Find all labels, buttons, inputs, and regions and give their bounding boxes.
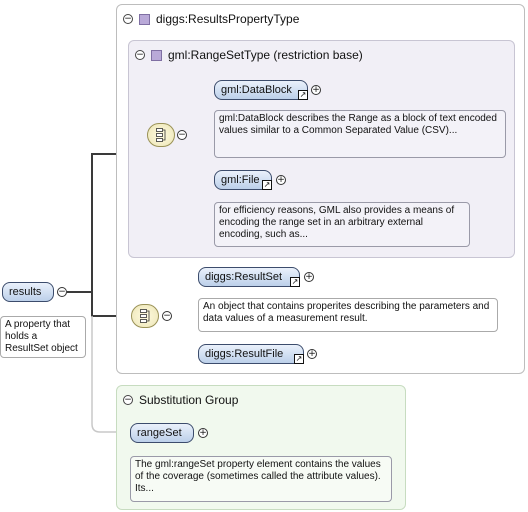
element-documentation: An object that contains properites descr… bbox=[198, 298, 498, 332]
collapse-icon[interactable] bbox=[123, 395, 133, 405]
collapse-icon[interactable]: − bbox=[177, 130, 187, 140]
substitution-group-header: Substitution Group bbox=[123, 392, 238, 408]
expand-icon[interactable]: + bbox=[276, 175, 286, 185]
element-name: results bbox=[9, 286, 42, 298]
reference-arrow-icon: ↗ bbox=[290, 277, 300, 287]
reference-arrow-icon: ↗ bbox=[262, 180, 272, 190]
element-documentation: The gml:rangeSet property element contai… bbox=[130, 456, 392, 502]
element-documentation: A property that holds a ResultSet object bbox=[0, 316, 86, 358]
collapse-icon[interactable] bbox=[123, 14, 133, 24]
type-title: diggs:ResultsPropertyType bbox=[156, 12, 300, 26]
element-results[interactable]: results bbox=[2, 282, 54, 302]
collapse-icon[interactable]: − bbox=[57, 287, 67, 297]
collapse-icon[interactable] bbox=[135, 50, 145, 60]
reference-arrow-icon: ↗ bbox=[298, 90, 308, 100]
element-documentation: for efficiency reasons, GML also provide… bbox=[214, 202, 470, 247]
collapse-icon[interactable]: − bbox=[162, 311, 172, 321]
element-gml-datablock[interactable]: gml:DataBlock ↗ bbox=[214, 80, 308, 100]
complex-type-icon bbox=[139, 13, 150, 25]
element-diggs-resultfile[interactable]: diggs:ResultFile ↗ bbox=[198, 344, 304, 364]
expand-icon[interactable]: + bbox=[304, 272, 314, 282]
type-group-header: diggs:ResultsPropertyType bbox=[123, 11, 299, 27]
sequence-compositor-icon[interactable] bbox=[131, 304, 159, 328]
base-title: gml:RangeSetType (restriction base) bbox=[168, 48, 363, 62]
complex-type-icon bbox=[151, 49, 162, 61]
base-group-header: gml:RangeSetType (restriction base) bbox=[135, 47, 363, 63]
expand-icon[interactable]: + bbox=[198, 428, 208, 438]
element-documentation: gml:DataBlock describes the Range as a b… bbox=[214, 110, 506, 158]
sequence-compositor-icon[interactable] bbox=[147, 123, 175, 147]
expand-icon[interactable]: + bbox=[307, 349, 317, 359]
reference-arrow-icon: ↗ bbox=[294, 354, 304, 364]
expand-icon[interactable]: + bbox=[311, 85, 321, 95]
element-diggs-resultset[interactable]: diggs:ResultSet ↗ bbox=[198, 267, 300, 287]
substitution-title: Substitution Group bbox=[139, 393, 239, 407]
element-rangeset[interactable]: rangeSet bbox=[130, 423, 194, 443]
element-gml-file[interactable]: gml:File ↗ bbox=[214, 170, 272, 190]
